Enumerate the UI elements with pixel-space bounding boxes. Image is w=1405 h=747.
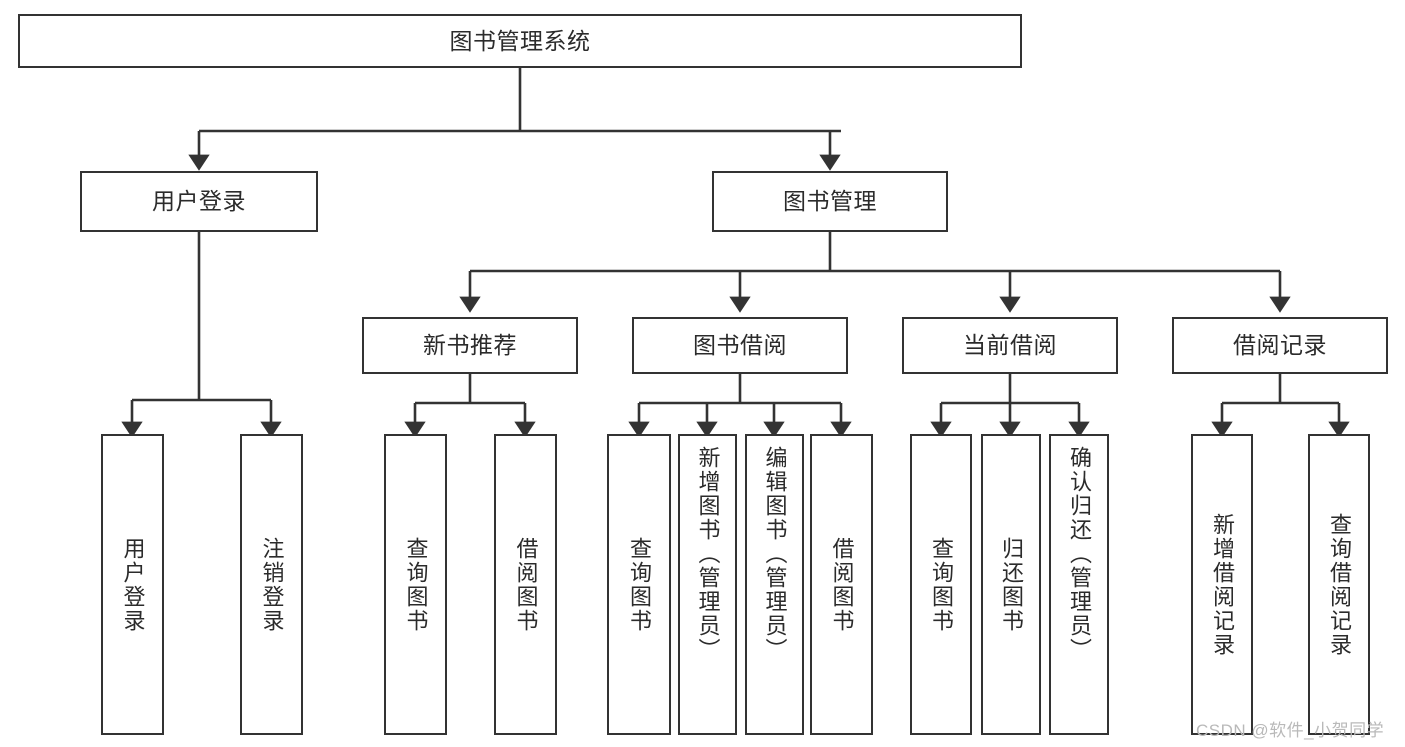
node-leaf-query-record[interactable]: 查询借阅记录 <box>1308 434 1370 735</box>
node-leaf-borrow-book-2[interactable]: 借阅图书 <box>810 434 873 735</box>
node-leaf-borrow-book-2-label: 借阅图书 <box>829 536 855 633</box>
node-current-borrow[interactable]: 当前借阅 <box>902 317 1118 374</box>
node-leaf-edit-book[interactable]: 编辑图书（管理员） <box>745 434 804 735</box>
node-new-book-recommend[interactable]: 新书推荐 <box>362 317 578 374</box>
node-leaf-confirm-return[interactable]: 确认归还（管理员） <box>1049 434 1109 735</box>
node-leaf-query-record-label: 查询借阅记录 <box>1326 512 1352 657</box>
node-leaf-query-book-2[interactable]: 查询图书 <box>607 434 671 735</box>
node-user-login[interactable]: 用户登录 <box>80 171 318 232</box>
node-leaf-confirm-return-label: 确认归还（管理员） <box>1066 446 1092 662</box>
node-leaf-login-label: 用户登录 <box>120 536 146 633</box>
node-root[interactable]: 图书管理系统 <box>18 14 1022 68</box>
node-new-book-recommend-label: 新书推荐 <box>423 332 517 358</box>
node-leaf-edit-book-label: 编辑图书（管理员） <box>762 446 788 662</box>
node-book-borrow[interactable]: 图书借阅 <box>632 317 848 374</box>
node-book-management-label: 图书管理 <box>783 188 877 214</box>
node-leaf-borrow-book-1[interactable]: 借阅图书 <box>494 434 557 735</box>
node-leaf-logout-label: 注销登录 <box>259 536 285 633</box>
node-leaf-borrow-book-1-label: 借阅图书 <box>513 536 539 633</box>
csdn-watermark: CSDN @软件_小贺同学 <box>1196 721 1385 740</box>
node-leaf-return-book[interactable]: 归还图书 <box>981 434 1041 735</box>
node-borrow-record-label: 借阅记录 <box>1233 332 1327 358</box>
node-borrow-record[interactable]: 借阅记录 <box>1172 317 1388 374</box>
node-leaf-query-book-1[interactable]: 查询图书 <box>384 434 447 735</box>
node-leaf-logout[interactable]: 注销登录 <box>240 434 303 735</box>
node-root-label: 图书管理系统 <box>449 27 591 54</box>
node-user-login-label: 用户登录 <box>152 188 246 214</box>
node-leaf-add-book[interactable]: 新增图书（管理员） <box>678 434 737 735</box>
node-book-management[interactable]: 图书管理 <box>712 171 948 232</box>
node-leaf-add-record-label: 新增借阅记录 <box>1209 512 1235 657</box>
node-leaf-query-book-2-label: 查询图书 <box>626 536 652 633</box>
node-leaf-add-book-label: 新增图书（管理员） <box>695 446 721 662</box>
node-leaf-login[interactable]: 用户登录 <box>101 434 164 735</box>
node-leaf-query-book-3[interactable]: 查询图书 <box>910 434 972 735</box>
node-leaf-query-book-3-label: 查询图书 <box>928 536 954 633</box>
node-leaf-query-book-1-label: 查询图书 <box>403 536 429 633</box>
node-book-borrow-label: 图书借阅 <box>693 332 787 358</box>
node-current-borrow-label: 当前借阅 <box>963 332 1057 358</box>
node-leaf-add-record[interactable]: 新增借阅记录 <box>1191 434 1253 735</box>
node-leaf-return-book-label: 归还图书 <box>998 536 1024 633</box>
